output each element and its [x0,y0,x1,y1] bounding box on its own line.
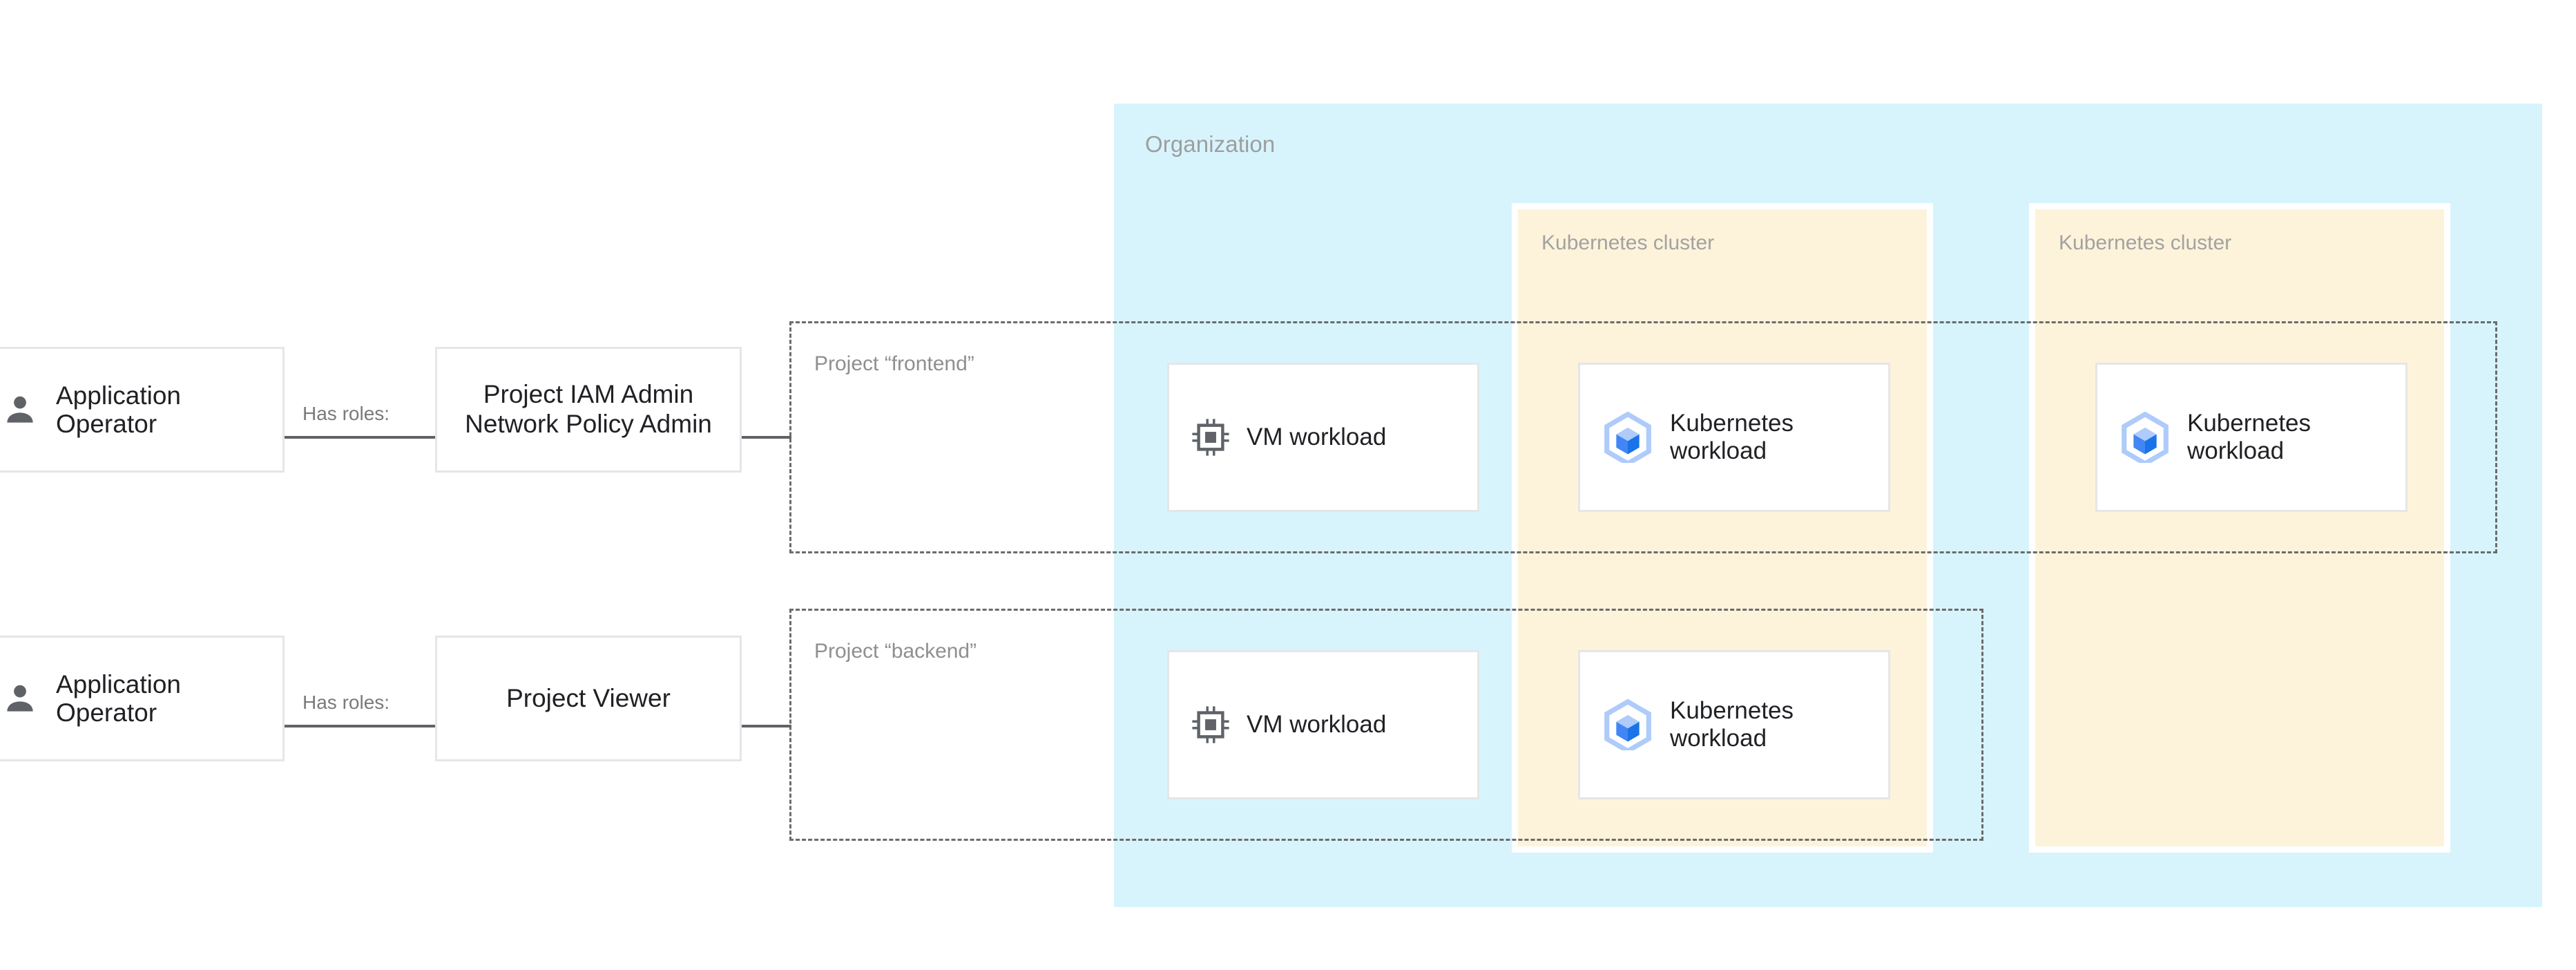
kubernetes-cluster-1-label: Kubernetes cluster [1541,231,1715,254]
connector-persona2-to-role2 [285,725,436,728]
kubernetes-workload-label-backend-1: Kubernetes workload [1670,697,1794,752]
connector-persona1-to-role1 [285,436,436,439]
kubernetes-workload-label-frontend-1: Kubernetes workload [1670,410,1794,464]
has-roles-label-1: Has roles: [302,403,390,424]
vm-workload-label-frontend: VM workload [1247,424,1387,451]
kubernetes-workload-card-frontend-1[interactable]: Kubernetes workload [1578,363,1890,512]
role-card-project-viewer[interactable]: Project Viewer [435,636,742,761]
vm-workload-card-backend[interactable]: VM workload [1167,650,1479,799]
connector-role1-to-project-frontend [740,436,791,439]
cpu-chip-icon [1192,706,1229,743]
person-icon [7,685,33,712]
application-operator-card-2[interactable]: Application Operator [0,636,285,761]
kubernetes-workload-label-frontend-2: Kubernetes workload [2187,410,2311,464]
connector-role2-to-project-backend [740,725,791,728]
organization-label: Organization [1145,131,1276,157]
kubernetes-workload-card-backend-1[interactable]: Kubernetes workload [1578,650,1890,799]
gke-workload-icon [1604,699,1651,750]
has-roles-label-2: Has roles: [302,692,390,713]
gke-workload-icon [1604,412,1651,463]
kubernetes-cluster-2: Kubernetes cluster [2029,203,2450,853]
project-frontend-label: Project “frontend” [814,352,974,375]
person-icon [7,396,33,423]
application-operator-label-2: Application Operator [56,669,182,727]
application-operator-card-1[interactable]: Application Operator [0,347,285,473]
role-card-project-iam-admin[interactable]: Project IAM Admin Network Policy Admin [435,347,742,473]
vm-workload-card-frontend[interactable]: VM workload [1167,363,1479,512]
vm-workload-label-backend: VM workload [1247,711,1387,739]
cpu-chip-icon [1192,419,1229,456]
application-operator-label-1: Application Operator [56,381,182,438]
role-label-1: Project IAM Admin Network Policy Admin [465,380,712,438]
gke-workload-icon [2122,412,2169,463]
project-backend-label: Project “backend” [814,640,977,663]
kubernetes-workload-card-frontend-2[interactable]: Kubernetes workload [2095,363,2407,512]
kubernetes-cluster-2-label: Kubernetes cluster [2059,231,2232,254]
role-label-2: Project Viewer [506,683,671,712]
